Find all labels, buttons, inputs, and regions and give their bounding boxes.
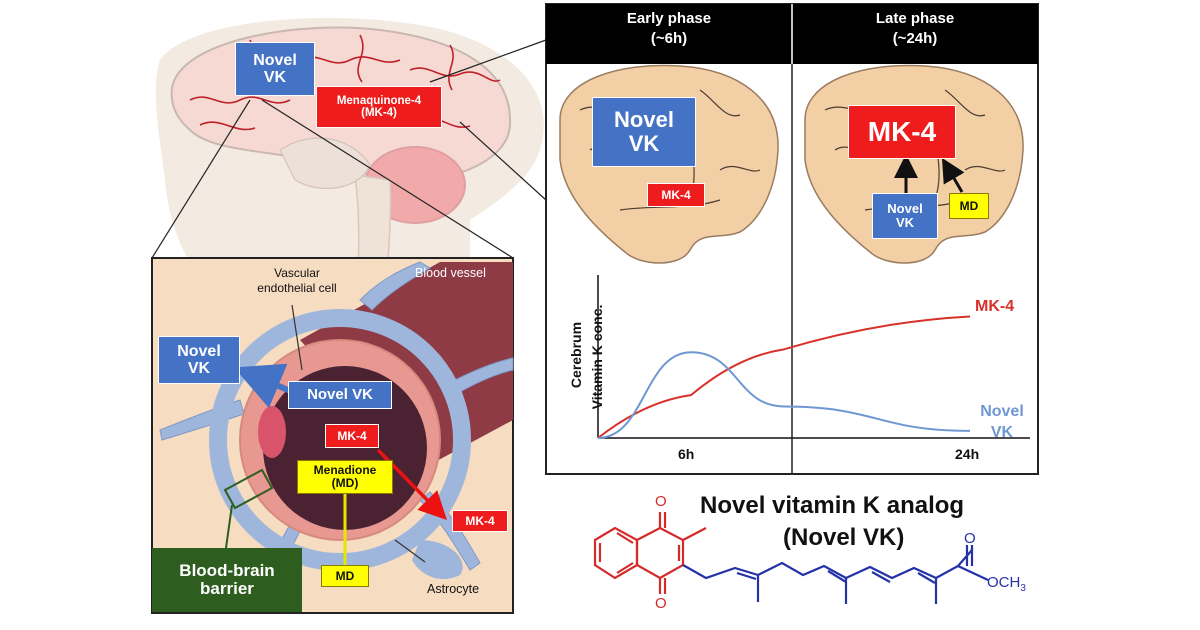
molecule-o-bottom: O [655, 595, 667, 612]
bbb-label-box: Blood-brain barrier [152, 548, 302, 612]
head-novel-vk-box: Novel VK [235, 42, 315, 96]
series-novelvk-line [597, 351, 971, 439]
inset-novel-vk-in-box: Novel VK [288, 381, 392, 409]
late-phase-header: Late phase (~24h) [875, 10, 955, 48]
chart-x-tick-24h: 24h [955, 446, 980, 462]
molecule-o-ester: O [964, 530, 976, 547]
chart-y-label-2: Vitamin K conc. [589, 304, 605, 410]
inset-mk4-in-box: MK-4 [325, 424, 379, 448]
late-md-box: MD [949, 193, 989, 219]
arrow-md-to-mk4 [941, 157, 965, 193]
molecule-och3-text: OCH [987, 574, 1021, 591]
vascular-endothelial-label: Vascular endothelial cell [257, 266, 337, 295]
molecule-och3: OCH3 [987, 574, 1026, 594]
series-mk4-label: MK-4 [975, 298, 1015, 315]
molecule-o-top: O [655, 493, 667, 510]
series-novelvk-label: Novel VK [980, 403, 1024, 441]
head-menaquinone-box: Menaquinone-4 (MK-4) [316, 86, 442, 128]
series-mk4-line [597, 315, 971, 439]
early-phase-header: Early phase (~6h) [626, 10, 712, 48]
molecule-title: Novel vitamin K analog [700, 492, 965, 519]
concentration-chart [597, 275, 1030, 439]
head-inset-connectors [151, 99, 514, 259]
late-mk4-box: MK-4 [848, 105, 956, 159]
early-mk4-box: MK-4 [647, 183, 705, 207]
early-novel-vk-box: Novel VK [592, 97, 696, 167]
inset-md-box: MD [321, 565, 369, 587]
inset-novel-vk-out-box: Novel VK [158, 336, 240, 384]
inset-mk4-out-box: MK-4 [452, 510, 508, 532]
astrocyte-label: Astrocyte [427, 582, 480, 596]
vitamin-k-molecule [593, 512, 989, 604]
molecule-och3-sub: 3 [1020, 583, 1026, 594]
head-panel-connectors [429, 39, 547, 201]
chart-x-tick-6h: 6h [678, 446, 695, 462]
phase-panel [545, 3, 1039, 475]
molecule-subtitle: (Novel VK) [783, 524, 905, 551]
late-novel-vk-box: Novel VK [872, 193, 938, 239]
chart-y-label-1: Cerebrum [568, 321, 584, 389]
inset-menadione-box: Menadione (MD) [297, 460, 393, 494]
blood-vessel-label: Blood vessel [415, 266, 486, 280]
